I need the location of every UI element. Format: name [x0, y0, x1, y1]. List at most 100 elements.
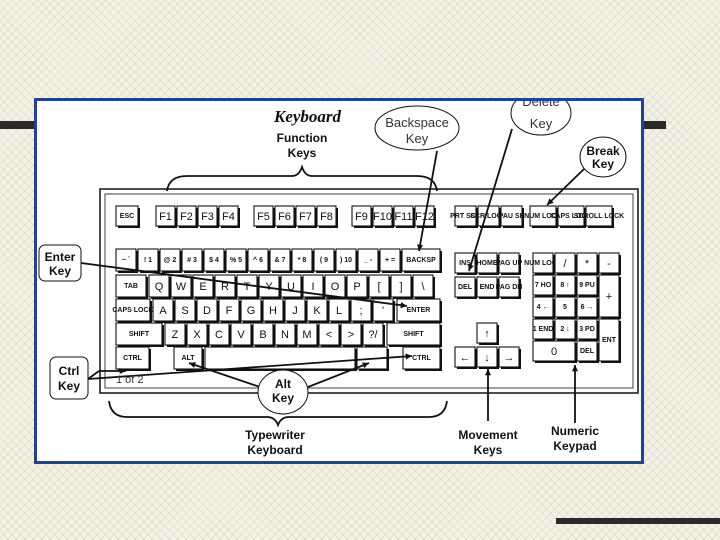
key-np-4: 4 ← — [532, 296, 555, 319]
key-a-6: J — [284, 298, 307, 323]
key-label: NUM LOCK — [524, 213, 562, 220]
break-arrow — [546, 168, 585, 206]
key-label: * 8 — [298, 257, 307, 264]
key-np-minus: - — [598, 252, 621, 275]
alt-arrow-right-head — [362, 362, 369, 369]
function-keys-label-line2: Keys — [288, 146, 317, 160]
key-np-3: 3 PD — [576, 318, 599, 341]
key-label: @ 2 — [164, 257, 177, 264]
key-np-div: / — [554, 252, 577, 275]
key-num-9: ( 9 — [313, 248, 336, 273]
key-label: 3 PD — [579, 326, 595, 333]
backspace-label-line2: Key — [406, 131, 429, 146]
key-f3: F3 — [197, 205, 219, 228]
key-label: → — [504, 352, 515, 364]
key-np-2: 2 ↓ — [554, 318, 577, 341]
key-nav-2: PAG UP — [496, 252, 522, 275]
key-label: C — [215, 329, 223, 341]
enter-arrow-head — [400, 302, 407, 309]
numeric-label-line2: Keypad — [553, 439, 596, 453]
key-f9: F9 — [351, 205, 373, 228]
ctrl-arrow-head — [119, 367, 126, 375]
key-num-11: _ - — [357, 248, 380, 273]
key-f2: F2 — [176, 205, 198, 228]
break-arrow-head — [547, 198, 554, 205]
key-f8: F8 — [316, 205, 338, 228]
key-a-1: S — [174, 298, 197, 323]
key-f10: F10 — [372, 205, 394, 228]
key-z-8: > — [340, 322, 363, 347]
key-np-enter: ENT — [598, 318, 621, 363]
key-label: X — [193, 329, 201, 341]
enter-label-line2: Key — [49, 264, 71, 278]
key-esc: ESC — [115, 205, 140, 228]
key-label: 4 ← — [537, 304, 550, 311]
key-z-4: B — [252, 322, 275, 347]
key-q-9: P — [346, 274, 369, 299]
alt-callout-bubble — [257, 369, 309, 415]
numeric-label-line1: Numeric — [551, 424, 599, 438]
key-arrow-down: ↓ — [476, 346, 499, 369]
key-label: PRT SCR — [450, 213, 481, 220]
key-label: PAG DN — [496, 284, 523, 291]
break-label-line2: Key — [592, 157, 614, 171]
key-space — [204, 346, 357, 371]
key-label: G — [247, 305, 256, 317]
key-np-numlock: NUM LOCK — [524, 252, 562, 275]
key-label: F2 — [180, 211, 193, 223]
key-q-4: T — [236, 274, 259, 299]
key-num-7: & 7 — [269, 248, 292, 273]
key-label: ENTER — [407, 307, 431, 314]
ctrl-right-arrow — [87, 355, 413, 380]
key-np-6: 6 → — [576, 296, 599, 319]
key-a-3: F — [218, 298, 241, 323]
key-label: # 3 — [187, 257, 197, 264]
key-label: ?/ — [368, 329, 378, 341]
key-np-1: 1 END — [532, 318, 555, 341]
key-np-8: 8 ↑ — [554, 274, 577, 297]
key-label: & 7 — [275, 257, 286, 264]
enter-label-line1: Enter — [45, 250, 76, 264]
typewriter-label-line2: Keyboard — [247, 443, 302, 457]
key-label: F11 — [394, 211, 412, 223]
key-label: CAPS LOCK — [550, 213, 591, 220]
key-z-2: C — [208, 322, 231, 347]
key-arrow-up: ↑ — [476, 322, 499, 345]
key-num-5: % 5 — [225, 248, 248, 273]
key-num-12: + = — [379, 248, 402, 273]
key-num-0: ~ ` — [115, 248, 138, 273]
alt-arrow-left — [188, 362, 261, 388]
delete-arrow — [468, 128, 513, 272]
ctrl-right-arrow-head — [405, 353, 412, 360]
key-a-5: H — [262, 298, 285, 323]
key-label: CTRL — [123, 355, 142, 362]
key-sys-0: PRT SCR — [450, 205, 481, 228]
key-a-2: D — [196, 298, 219, 323]
alt-label-line2: Key — [272, 391, 294, 405]
delete-callout-bubble — [510, 101, 572, 136]
key-num-4: $ 4 — [203, 248, 226, 273]
key-label: ^ 6 — [253, 256, 263, 264]
key-num-1: ! 1 — [137, 248, 160, 273]
key-label: ' — [382, 305, 384, 317]
break-label-line1: Break — [586, 144, 620, 158]
key-label: O — [331, 281, 340, 293]
key-label: D — [203, 305, 211, 317]
key-np-9: 9 PU — [576, 274, 599, 297]
key-alt-left: ALT — [173, 346, 204, 371]
key-label: F6 — [278, 211, 291, 223]
key-label: SHIFT — [129, 331, 150, 338]
key-num-3: # 3 — [181, 248, 204, 273]
key-a-9: ; — [350, 298, 373, 323]
key-nav-5: PAG DN — [496, 276, 523, 299]
decor-bar-bottom-right — [556, 518, 720, 524]
alt-label-line1: Alt — [275, 377, 291, 391]
key-label: PAU SE — [499, 213, 525, 220]
typewriter-brace — [108, 400, 448, 428]
key-np-7: 7 HO — [532, 274, 555, 297]
enter-callout-box — [38, 244, 82, 282]
key-label: SHIFT — [403, 331, 424, 338]
